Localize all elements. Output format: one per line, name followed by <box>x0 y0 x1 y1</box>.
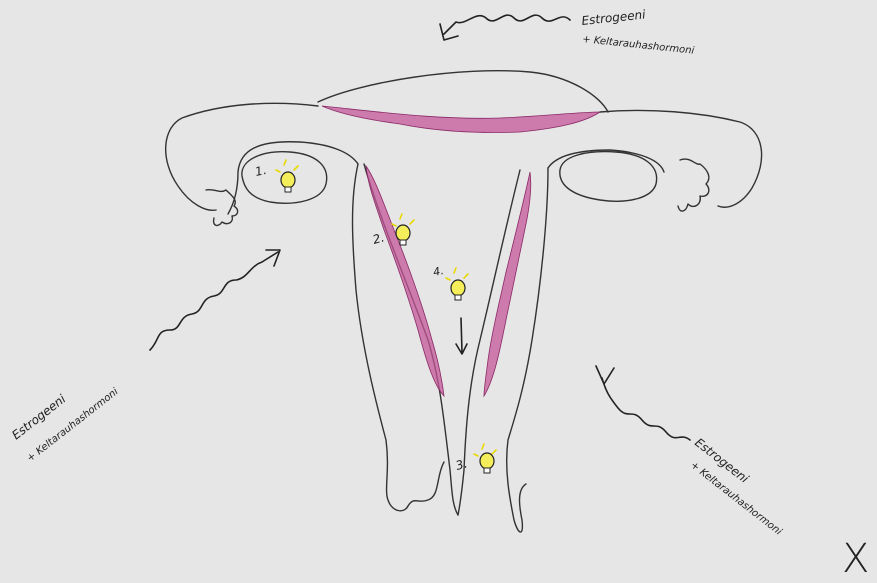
right-ovary <box>560 152 657 202</box>
stage-1-bulb <box>276 160 298 192</box>
uterus-fundus-outline <box>318 71 608 112</box>
right-fimbriae <box>678 159 709 211</box>
left-hormone-arrow <box>150 250 280 350</box>
stage-4-bulb <box>446 268 468 300</box>
stage-1-label: 1. <box>254 163 268 179</box>
right-hormone-label-line1: Estrogeeni <box>692 435 752 486</box>
endometrium-top <box>322 106 600 133</box>
stage-3-bulb <box>474 444 496 473</box>
endometrium-left <box>366 166 444 396</box>
top-hormone-label-line1: Estrogeeni <box>581 7 647 28</box>
corner-x-mark: X <box>842 536 869 582</box>
stage-3-label: 3. <box>454 456 469 472</box>
endometrium-right <box>484 172 531 396</box>
top-hormone-label-line2: + Keltarauhashormoni <box>582 34 695 57</box>
right-fallopian-tube <box>548 110 762 207</box>
left-fimbriae <box>206 190 238 226</box>
stage-4-label: 4. <box>432 264 445 279</box>
right-hormone-arrow <box>596 366 690 440</box>
down-arrow <box>456 318 467 354</box>
top-hormone-arrow <box>440 15 570 40</box>
stage-2-label: 2. <box>371 230 386 246</box>
left-fallopian-tube <box>166 103 358 214</box>
uterus-right-wall <box>507 168 548 532</box>
